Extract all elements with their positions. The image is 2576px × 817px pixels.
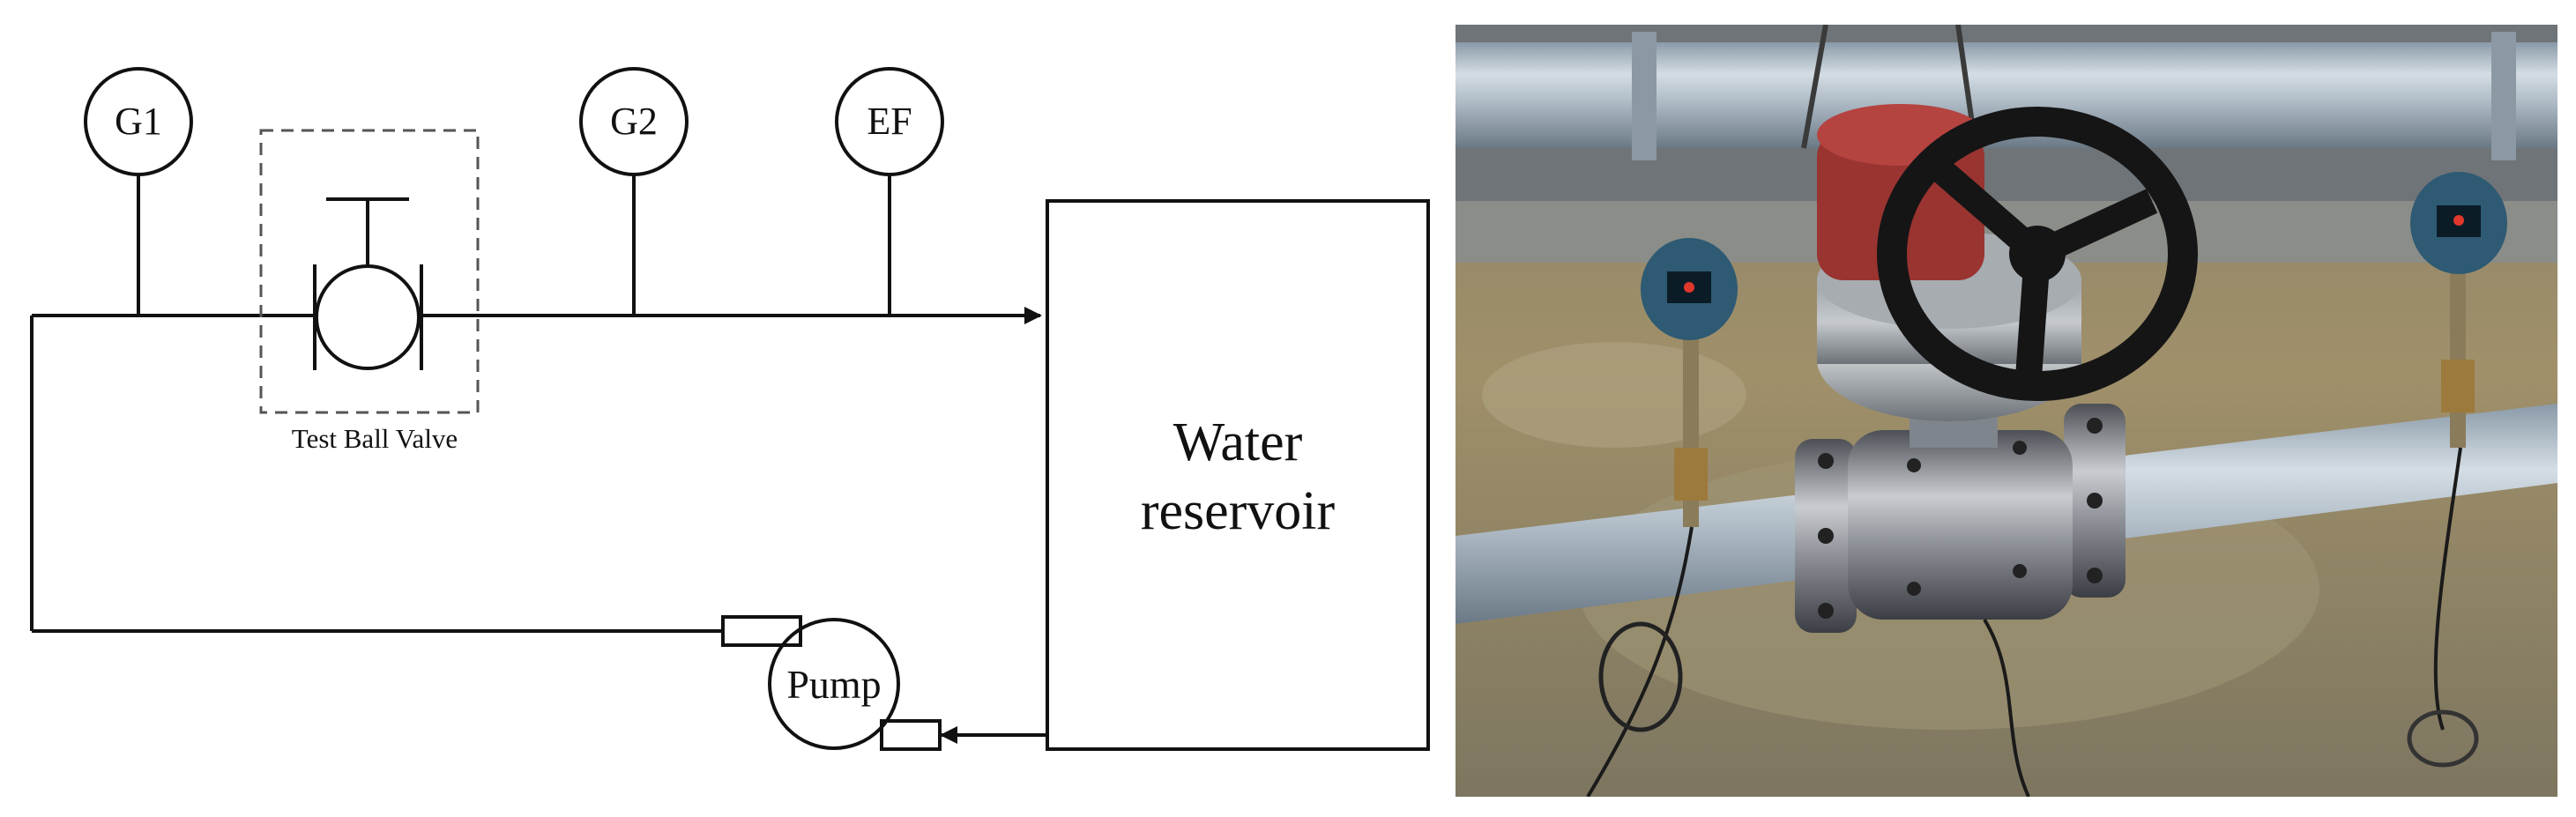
photo-handwheel-icon: [1877, 107, 2198, 401]
photo-cable: [2433, 447, 2462, 731]
gauge-ef-label: EF: [867, 100, 912, 143]
photo-valve-body: [1848, 430, 2073, 620]
reservoir-label-line1: Water: [1173, 412, 1303, 472]
pump-label: Pump: [786, 662, 881, 707]
reservoir-label-line2: reservoir: [1141, 481, 1336, 541]
photo-cable: [1983, 618, 2030, 797]
gauge-g2-label: G2: [610, 100, 658, 143]
gauge-g1: G1: [84, 67, 193, 316]
gauge-ef: EF: [835, 67, 944, 316]
photo-coiled-cable: [2407, 709, 2479, 768]
pump: Pump: [721, 615, 942, 751]
valve-dashed-box: [259, 129, 480, 414]
test-loop-schematic: G1 G2 EF Test Ball Valve Water reservoir…: [30, 67, 1430, 751]
gauge-g2: G2: [579, 67, 689, 316]
test-ball-valve: Test Ball Valve: [259, 129, 480, 454]
photo-upper-pipe-flange: [1632, 32, 1657, 160]
photo-transmitter-right-icon: [2410, 172, 2507, 448]
pump-inlet-nozzle: [721, 615, 802, 647]
water-reservoir: Water reservoir: [1046, 199, 1430, 751]
photo-flange-bolts: [1818, 418, 2103, 619]
pump-casing: [768, 618, 900, 750]
photo-chain: [1801, 25, 1828, 149]
valve-label: Test Ball Valve: [292, 423, 458, 454]
pump-outlet-nozzle: [880, 719, 942, 751]
photo-water-puddle: [1482, 342, 1746, 448]
photo-transmitter-left-icon: [1641, 238, 1738, 527]
photo-coiled-cable: [1598, 621, 1683, 732]
test-rig-photo: [1456, 25, 2557, 797]
photo-cable: [1586, 526, 1694, 797]
valve-ball-icon: [315, 264, 421, 370]
photo-upper-pipe-flange: [2491, 32, 2516, 160]
gauge-g1-label: G1: [115, 100, 162, 143]
